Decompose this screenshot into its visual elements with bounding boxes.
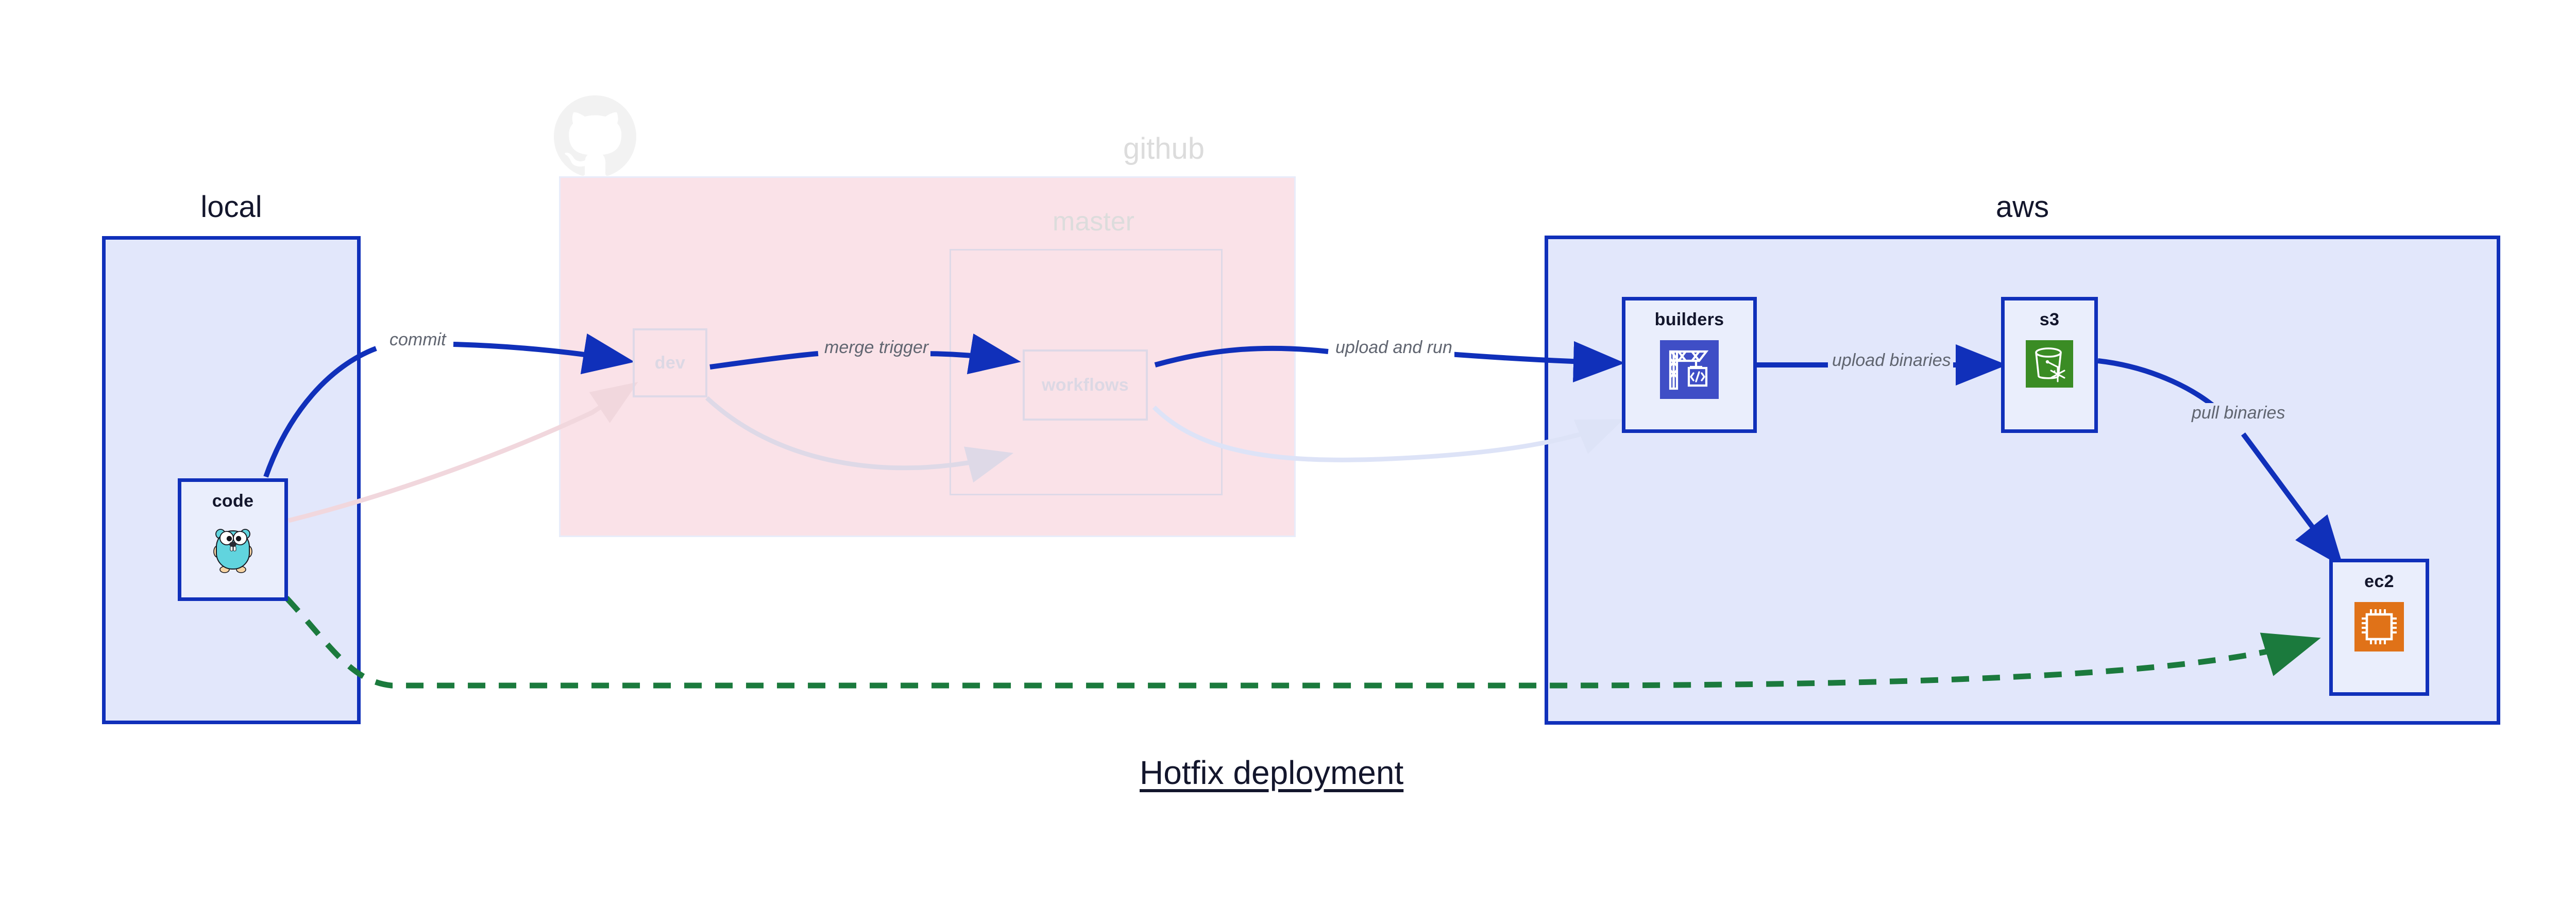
group-label-github: github [1123, 132, 1205, 165]
node-workflows[interactable]: workflows [1023, 349, 1148, 421]
node-s3[interactable]: s3 [2001, 297, 2098, 433]
edge-label-commit: commit [387, 330, 448, 350]
group-label-local: local [200, 190, 262, 224]
node-s3-label: s3 [2039, 310, 2060, 329]
group-container-master [950, 249, 1223, 495]
node-workflows-label: workflows [1042, 375, 1129, 395]
edge-label-pull-binaries: pull binaries [2189, 403, 2289, 423]
go-gopher-icon [209, 522, 257, 576]
github-logo-icon [554, 95, 636, 180]
edge-label-upload-binaries: upload binaries [1830, 350, 1953, 371]
edge-label-upload-and-run: upload and run [1333, 338, 1454, 358]
node-dev-label: dev [654, 353, 686, 373]
edge-label-merge-trigger: merge trigger [822, 338, 931, 358]
node-code-label: code [212, 491, 254, 511]
node-builders-label: builders [1654, 310, 1724, 329]
aws-ec2-chip-icon [2354, 602, 2404, 654]
aws-s3-bucket-icon [2026, 340, 2073, 390]
node-dev[interactable]: dev [633, 328, 707, 397]
node-ec2[interactable]: ec2 [2329, 559, 2429, 696]
group-label-master: master [1053, 207, 1134, 237]
aws-codebuild-icon [1660, 340, 1719, 402]
node-code[interactable]: code [178, 478, 288, 601]
diagram-title: Hotfix deployment [1140, 754, 1404, 791]
node-builders[interactable]: builders [1622, 297, 1757, 433]
node-ec2-label: ec2 [2364, 572, 2394, 591]
group-label-aws: aws [1995, 190, 2049, 224]
